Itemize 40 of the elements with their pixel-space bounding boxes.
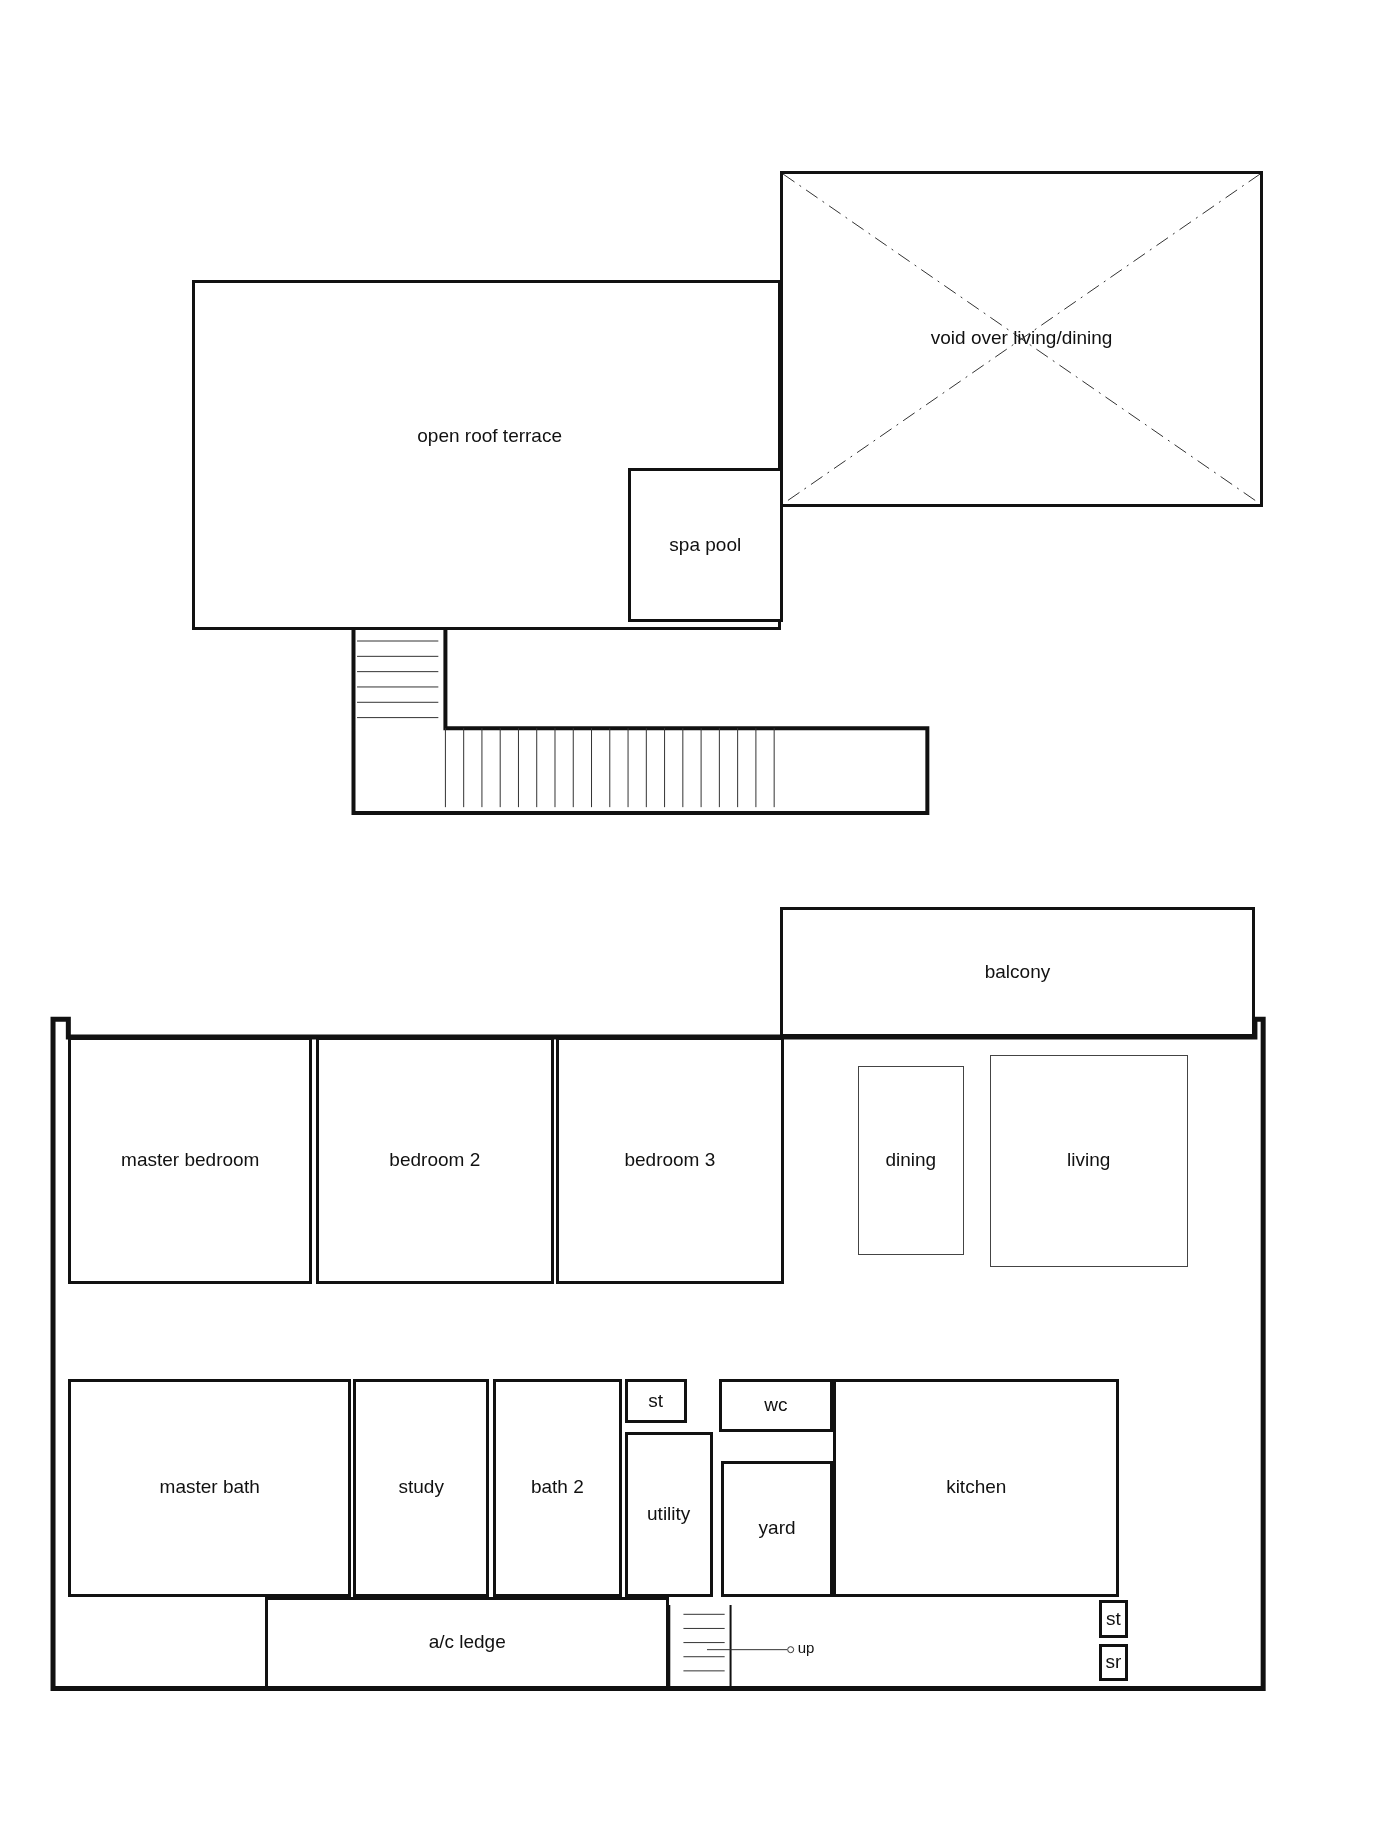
spa-pool (627, 468, 784, 622)
room-label: utility (647, 1502, 691, 1526)
room-outline (68, 1036, 313, 1285)
room-label: dining (885, 1149, 937, 1173)
room-outline (68, 1378, 352, 1597)
roof-terrace-area (192, 280, 782, 631)
room-label: bedroom 2 (389, 1149, 481, 1173)
room-outline (833, 1378, 1120, 1597)
room-label: master bedroom (121, 1149, 260, 1173)
living-area (989, 1054, 1188, 1267)
room-label: kitchen (946, 1476, 1007, 1500)
room-label: a/c ledge (428, 1631, 506, 1654)
room-label: sr (1105, 1651, 1122, 1674)
room-outline (718, 1378, 834, 1432)
room-label: st (1106, 1607, 1121, 1631)
stair-direction-label: up (797, 1639, 815, 1657)
room-outline (492, 1378, 623, 1597)
ledge-outline (265, 1596, 670, 1689)
room-label: bath 2 (530, 1476, 584, 1500)
room-outline (315, 1036, 554, 1285)
room-label: yard (758, 1517, 796, 1541)
room-label: wc (764, 1393, 788, 1417)
room-label: living (1067, 1149, 1111, 1173)
balcony-area (780, 907, 1255, 1037)
store-outline (1099, 1600, 1128, 1638)
room-label: bedroom 3 (624, 1149, 716, 1173)
room-outline (721, 1461, 834, 1597)
room-label: st (648, 1389, 664, 1413)
room-label: void over living/dining (930, 327, 1113, 351)
room-outline (624, 1431, 713, 1597)
room-label: balcony (984, 960, 1051, 984)
room-label: study (398, 1476, 444, 1500)
room-label: master bath (159, 1476, 260, 1500)
room-label: spa pool (669, 533, 742, 557)
room-outline (556, 1036, 784, 1285)
room-label: open roof terrace (416, 424, 563, 448)
room-outline (353, 1378, 489, 1597)
room-outline (624, 1378, 687, 1424)
dining-table (857, 1066, 964, 1255)
store-outline (1099, 1643, 1128, 1682)
